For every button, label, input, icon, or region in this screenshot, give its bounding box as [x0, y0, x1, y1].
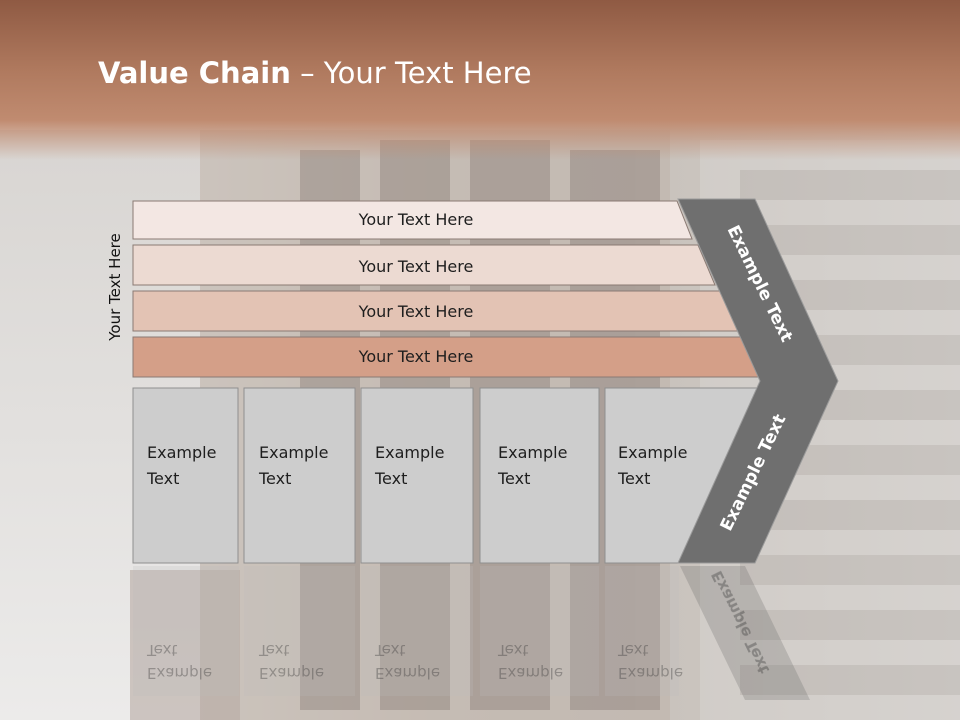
example-box-5-line1: Example [618, 443, 687, 462]
row-label-3: Your Text Here [358, 302, 474, 321]
example-box-5-line2: Text [617, 469, 650, 488]
reflection-text-5: Text [374, 641, 405, 659]
reflection-text-8: Example [498, 664, 563, 682]
example-box-1-line1: Example [147, 443, 216, 462]
example-box-1 [132, 387, 239, 564]
example-box-3-line1: Example [375, 443, 444, 462]
row-arrow-1 [132, 200, 693, 240]
example-box-2 [243, 387, 356, 564]
header-band [0, 0, 960, 160]
reflection-text-9: Text [617, 641, 648, 659]
row-label-4: Your Text Here [358, 347, 474, 366]
example-box-3-line2: Text [374, 469, 407, 488]
row-label-2: Your Text Here [358, 257, 474, 276]
title-bold: Value Chain [98, 56, 291, 90]
example-box-2-line1: Example [259, 443, 328, 462]
example-box-4-line2: Text [497, 469, 530, 488]
example-box-4-line1: Example [498, 443, 567, 462]
reflection-text-6: Example [375, 664, 440, 682]
reflection-text-2: Example [147, 664, 212, 682]
row-label-1: Your Text Here [358, 210, 474, 229]
row-arrow-2 [132, 244, 716, 286]
title-rest: – Your Text Here [290, 56, 532, 90]
chevron-shape [677, 198, 839, 564]
reflection [133, 566, 810, 700]
example-box-1-line2: Text [146, 469, 179, 488]
reflection-text-7: Text [497, 641, 528, 659]
example-box-3 [360, 387, 474, 564]
example-box-4 [479, 387, 600, 564]
example-box-2-line2: Text [258, 469, 291, 488]
reflection-text-1: Text [146, 641, 177, 659]
reflection-text-3: Text [258, 641, 289, 659]
slide-title: Value Chain – Your Text Here [98, 56, 532, 90]
reflection-text-10: Example [618, 664, 683, 682]
reflection-text-4: Example [259, 664, 324, 682]
